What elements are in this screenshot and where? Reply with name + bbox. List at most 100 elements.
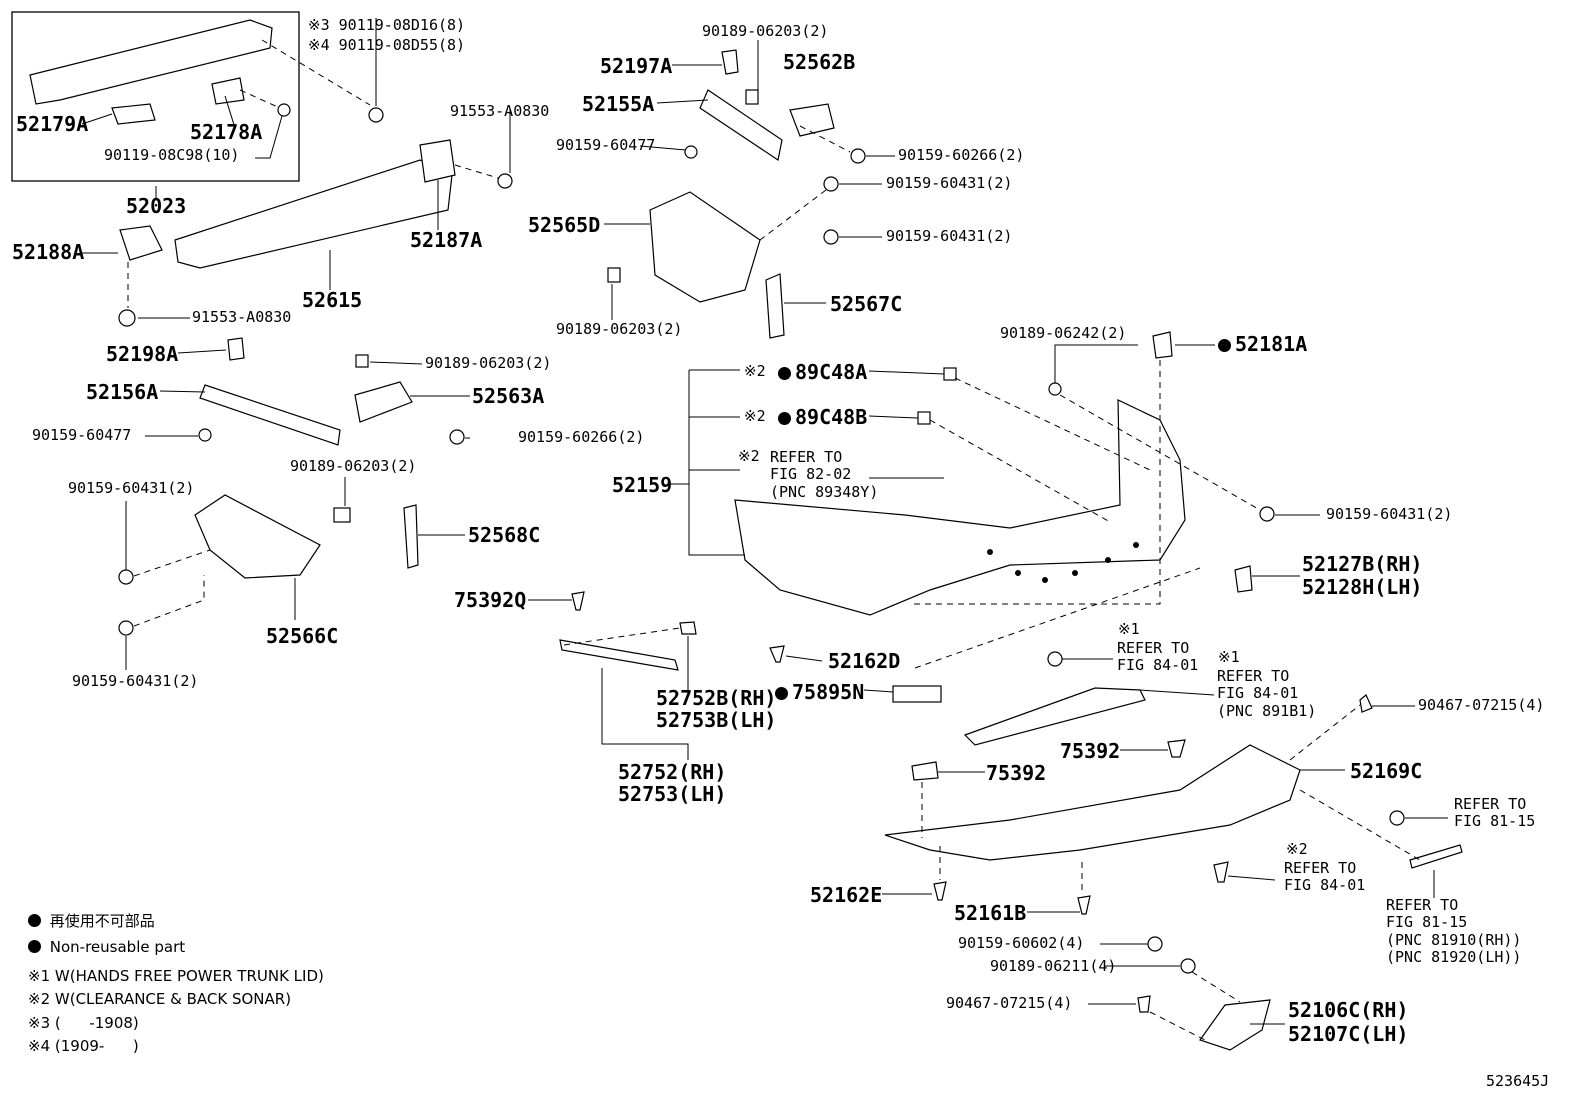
screw-90159-60477-mid — [198, 428, 212, 442]
label-52562B: 52562B — [783, 50, 856, 74]
label-90189-06203-left: 90189-06203(2) — [425, 354, 552, 372]
inset-box — [11, 11, 300, 182]
absorber-52615 — [174, 159, 453, 269]
label-52162E: 52162E — [810, 883, 883, 907]
label-89C48B: 89C48B — [778, 407, 867, 427]
label-refer-fig-84-01-b: REFER TO FIG 84-01 (PNC 891B1) — [1217, 667, 1317, 720]
screw-90159-60431-left-bot — [118, 620, 134, 636]
label-52178A: 52178A — [190, 120, 263, 144]
label-90159-60602: 90159-60602(4) — [958, 934, 1085, 952]
label-52161B: 52161B — [954, 901, 1027, 925]
garnish-52568C — [403, 504, 419, 569]
non-reusable-dot — [778, 367, 791, 380]
legend-jp-text: 再使用不可部品 — [49, 912, 155, 930]
label-75392-a: 75392 — [1060, 739, 1121, 763]
screw-90159-60431-b — [823, 229, 839, 245]
label-note2-c: ※2 — [738, 447, 760, 465]
label-52198A: 52198A — [106, 342, 179, 366]
label-91553-A0830-bottom: 91553-A0830 — [192, 308, 292, 326]
label-89C48A: 89C48A — [778, 362, 867, 382]
label-note2-b: ※2 — [744, 407, 766, 425]
legend-dot — [28, 914, 41, 927]
label-52181A: 52181A — [1218, 334, 1307, 354]
bracket-52562B — [789, 103, 835, 137]
label-52023: 52023 — [126, 194, 187, 218]
label-90467-07215-bot: 90467-07215(4) — [946, 994, 1073, 1012]
label-90159-60266-mid: 90159-60266(2) — [518, 428, 645, 446]
label-52615: 52615 — [302, 288, 363, 312]
label-52752: 52752(RH) — [618, 760, 727, 784]
label-note2-a: ※2 — [744, 362, 766, 380]
label-90467-07215-top: 90467-07215(4) — [1418, 696, 1545, 714]
label-52565D: 52565D — [528, 213, 601, 237]
nut-90189-06203-lower — [333, 507, 351, 523]
screw-90159-60431-left-top — [118, 569, 134, 585]
label-89C48B-text: 89C48B — [795, 405, 868, 429]
label-52568C: 52568C — [468, 523, 541, 547]
nut-90189-06203 — [745, 89, 759, 105]
leader-dashed — [1289, 704, 1361, 761]
label-note1-a: ※1 — [1118, 620, 1140, 638]
label-75895N — [892, 685, 942, 703]
label-note2-d: ※2 — [1286, 840, 1308, 858]
legend-note-3: ※3 ( -1908) — [28, 1014, 139, 1032]
screw-90467-07215-bot — [1137, 995, 1151, 1013]
clip-fig8401 — [1213, 861, 1229, 883]
label-52159: 52159 — [612, 473, 673, 497]
bumper-cover-52159 — [734, 399, 1186, 616]
bracket-52565D — [649, 191, 761, 303]
clip-52161B — [1077, 895, 1091, 915]
leader-dashed — [454, 164, 499, 179]
label-refer-fig-81-15-a: REFER TO FIG 81-15 — [1454, 795, 1536, 831]
leader-dashed — [1149, 971, 1241, 1041]
label-75392Q: 75392Q — [454, 588, 527, 612]
label-52187A: 52187A — [410, 228, 483, 252]
clip-52198A — [227, 337, 245, 361]
label-52563A: 52563A — [472, 384, 545, 408]
label-75392-b: 75392 — [986, 761, 1047, 785]
legend-en-text: Non-reusable part — [49, 938, 186, 956]
non-reusable-dot — [1218, 339, 1231, 352]
bracket-52566C — [194, 494, 321, 579]
bolt-90119-08C98 — [277, 103, 291, 117]
lower-cover-52169C — [884, 744, 1301, 861]
non-reusable-dot — [778, 412, 791, 425]
nut-90189-06211 — [1180, 958, 1196, 974]
leader-dashed — [921, 782, 1083, 895]
label-90159-60431-b: 90159-60431(2) — [886, 227, 1013, 245]
clip-52752B — [679, 621, 697, 635]
label-52162D: 52162D — [828, 649, 901, 673]
leader-dashed — [133, 549, 211, 577]
label-52188A: 52188A — [12, 240, 85, 264]
clip-75392-b — [911, 761, 939, 781]
clip-75392Q — [571, 591, 585, 611]
label-52197A: 52197A — [600, 54, 673, 78]
label-52752B: 52752B(RH) — [656, 686, 777, 710]
leader-dashed — [1299, 789, 1421, 861]
label-52155A: 52155A — [582, 92, 655, 116]
label-75895N-text: 75895N — [792, 680, 865, 704]
clip-52162D — [769, 645, 785, 663]
reflector-fig8115 — [1409, 844, 1463, 869]
non-reusable-dot — [775, 687, 788, 700]
label-90189-06211: 90189-06211(4) — [990, 957, 1117, 975]
label-90159-60477-top: 90159-60477 — [556, 136, 656, 154]
label-52127B: 52127B(RH) — [1302, 552, 1423, 576]
screw-90159-60431-right — [1259, 506, 1275, 522]
bolt-91553-A0830-right — [497, 173, 513, 189]
leader-dashed — [910, 360, 1161, 605]
sensor-clip-89C48A — [943, 367, 957, 381]
label-52753B: 52753B(LH) — [656, 708, 777, 732]
retainer-52156A — [199, 384, 341, 446]
screw-90159-60266 — [850, 148, 866, 164]
legend-note-1: ※1 W(HANDS FREE POWER TRUNK LID) — [28, 967, 324, 985]
label-note1-b: ※1 — [1218, 648, 1240, 666]
label-90119-08D55: ※4 90119-08D55(8) — [308, 36, 466, 54]
label-90189-06203-top: 90189-06203(2) — [702, 22, 829, 40]
label-refer-fig-82-02: REFER TO FIG 82-02 (PNC 89348Y) — [770, 448, 879, 501]
screw-90159-60477 — [684, 145, 698, 159]
label-90159-60431-left-bot: 90159-60431(2) — [72, 672, 199, 690]
label-91553-A0830-top: 91553-A0830 — [450, 102, 550, 120]
leader-dashed — [239, 89, 281, 109]
